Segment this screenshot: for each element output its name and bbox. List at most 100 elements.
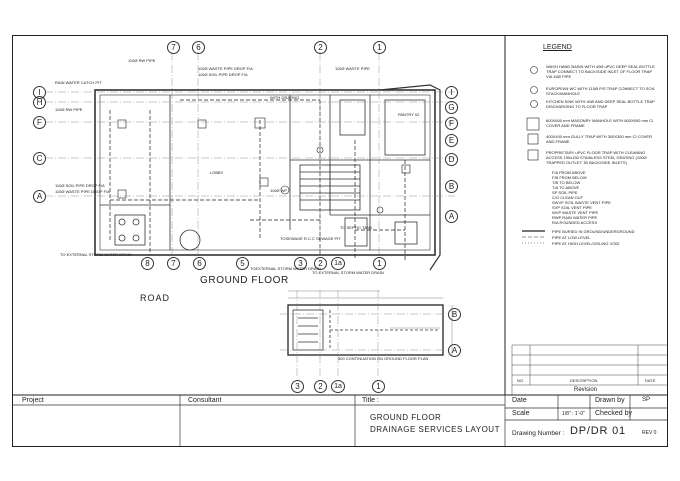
legend-item: 600X600 mm MASONRY MANHOLE WITH 600X600 … [546,118,654,128]
line-type-label: PIPE AT HIGH LEVEL/CEILING VOID [552,241,620,246]
legend-item: WASH HAND BASIN WITH 40Ø uPVC DEEP SEAL … [546,64,655,79]
revision-header-description: DESCRIPTION [570,378,598,383]
grid-lines [45,52,455,262]
scale-label: Scale [512,410,530,417]
revision-table [511,344,668,395]
title-label: Title : [362,397,379,404]
project-label: Project [22,397,44,404]
grid-bubble-right: G [445,101,458,114]
abbreviation: T/B TO BELOW [552,180,581,185]
plan-title: GROUND FLOOR [200,275,289,286]
grid-bubble-top: 7 [167,41,180,54]
legend-symbols [522,66,545,244]
legend-item: KITCHEN SINK WITH 40Ø AND DEEP SEAL BOTT… [546,99,655,109]
lower-grid-lines [280,290,448,378]
abbreviation: SWVP SOIL WASTE VENT PIPE [552,200,611,205]
wc-cubicle [339,99,366,136]
note: TOEXTERNAL STORM WATER DRAIN [250,266,321,271]
note: 110Ø RW PIPE [55,107,83,112]
fixtures-markers [117,117,411,214]
pantry-room [384,99,426,156]
note: 110Ø WASTE PIPE DROP F/A [198,66,253,71]
round-table [179,229,201,251]
septic-chamber [344,217,368,247]
manhole [394,221,418,245]
note: TO EXTERNAL STORM WATER DRAIN [60,252,132,257]
grid-bubble-bottom: 8 [141,257,154,270]
road-label: ROAD [140,293,171,303]
grid-bubble-bottom: 2 [314,257,327,270]
grid-bubble-lower: 3 [291,380,304,393]
grid-bubble-left: C [33,152,46,165]
grid-bubble-left: H [33,96,46,109]
abbreviation: RWP RAIN WATER PIPE [552,215,598,220]
grid-bubble-bottom: 3 [294,257,307,270]
note: 110Ø WP [270,188,288,193]
grid-bubble-left: A [33,190,46,203]
manhole-symbol [526,117,540,131]
consultant-label: Consultant [188,397,222,404]
drawn-by-value: SP [642,397,651,403]
scale-value: 1/8" : 1'-0" [562,411,585,417]
grid-bubble-lower: 2 [314,380,327,393]
abbreviation: F/B FROM BELOW [552,175,587,180]
legend-item: EUROPEAN WC WITH 110Ø P/S TRAP CONNECT T… [546,86,655,96]
grid-bubble-bottom: 1 [373,257,386,270]
pipe-network [109,99,406,260]
grid-bubble-right: F [445,117,458,130]
inner-wall [99,94,431,251]
grid-bubble-lower: 1 [372,380,385,393]
note: LOBBY [210,170,224,175]
grid-bubble-right: D [445,153,458,166]
line-type-label: PIPE AT LOW LEVEL [552,235,591,240]
drawing-number-value: DP/DR 01 [570,425,626,437]
grid-bubble-right: A [445,210,458,223]
burner [132,218,140,226]
note: 300 CONTINUATION ON GROUND FLOOR PLAN [338,356,429,361]
revision-label: Revision [574,387,598,393]
drawing-sheet [12,35,668,447]
note: 110Ø SOIL PIPE DROP F/A [198,72,248,77]
gully-symbol [527,133,539,145]
legend-item: 400X400 mm GULLY TRAP WITH 300X300 mm CI… [546,134,652,144]
note: PANTRY 02 [398,112,420,117]
checked-by-label: Checked by [595,410,632,417]
grid-bubble-lower: 1a [331,380,345,393]
note: 110Ø RW PIPE [128,58,156,63]
grid-bubble-top: 6 [192,41,205,54]
legend-title: LEGEND [543,44,572,51]
grid-bubble-lower-right: A [448,344,461,357]
abbreviation: T/A TO ABOVE [552,185,580,190]
grid-bubble-bottom: 5 [236,257,249,270]
drawing-number-label: Drawing Number : [512,430,565,437]
drawn-by-label: Drawn by [595,397,625,404]
lower-plan [287,290,453,356]
bay-wall [379,84,441,271]
legend-item: PROPRIETARY uPVC FLOOR TRAP WITH CLEANIN… [546,150,647,165]
basin-symbol [530,66,538,74]
burner [118,218,126,226]
grid-bubble-right: E [445,134,458,147]
wc-symbol [530,86,538,94]
grid-bubble-bottom: 7 [167,257,180,270]
date-label: Date [512,397,527,404]
abbreviation: SP SOIL PIPE [552,190,578,195]
title-block-lines [12,395,668,447]
abbreviation: C/O CLEAN OUT [552,195,584,200]
grid-bubble-right: B [445,180,458,193]
revision-header-no: NO. [517,378,525,383]
burner [118,234,126,242]
abbreviation: R/A ROUNDED ACCESS [552,220,598,225]
ground-floor-plan [94,84,441,271]
note: 110Ø WASTE PIPE DROP F/A [55,189,110,194]
drawing-title-line2: DRAINAGE SERVICES LAYOUT [370,425,500,434]
grid-bubble-bottom: 1a [331,257,345,270]
note: 110Ø SOIL PIPE DROP F/A [55,183,105,188]
grid-bubble-left: F [33,116,46,129]
revision-header-date: DATE [645,378,656,383]
grid-bubble-lower-right: B [448,308,461,321]
stair [299,164,361,211]
sink-symbol [530,100,538,108]
floor-trap-symbol [527,149,539,161]
